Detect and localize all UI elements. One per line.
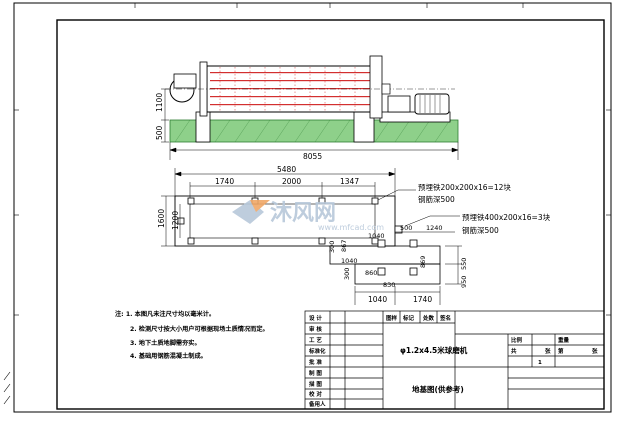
plan-dim-860: 860 [365, 269, 377, 277]
note-2: 2. 检测尺寸按大小用户可根据现场土质情况而定。 [130, 325, 269, 333]
sheet-outer-border [13, 2, 612, 413]
mill-shell-bolts [210, 72, 374, 106]
plan-left-dims [161, 195, 181, 247]
plan-top-dims [174, 168, 396, 200]
plan-bottom-dims [354, 286, 441, 305]
pier-left [195, 111, 211, 143]
plan-inner-width: 1200 [171, 211, 180, 230]
tb-row-2: 审 核 [309, 325, 322, 333]
flange-right [369, 55, 383, 119]
elev-height-top: 1100 [155, 93, 164, 112]
elev-length-dim [169, 142, 459, 160]
elevation-view: 1100 500 8055 [155, 55, 459, 161]
elev-vdims [161, 88, 169, 143]
motor-fins [419, 95, 441, 113]
tb-header-2: 标记 [402, 314, 415, 322]
plan-dim-950: 950 [460, 276, 468, 288]
notes-block: 注: 1. 本图凡未注尺寸均以毫米计。 2. 检测尺寸按大小用户可根据现场土质情… [115, 310, 269, 360]
discharge-trunnion [381, 83, 391, 95]
plan-seg-3: 1347 [340, 177, 359, 186]
motor [414, 93, 450, 115]
plan-right-dims [445, 245, 462, 285]
plan-seg-2: 2000 [282, 177, 301, 186]
plan-dim-1240: 1240 [426, 224, 443, 232]
tb-header-3: 处数 [422, 314, 435, 322]
watermark-logo-icon [232, 200, 270, 224]
tb-right-2: 重量 [558, 336, 570, 344]
callout-2-line-1: 预埋铁400x200x16=3块 [462, 212, 551, 222]
plan-seg-1: 1740 [215, 177, 234, 186]
callout-1-line-2: 钢筋深500 [418, 194, 455, 204]
tb-row-8: 校 对 [309, 390, 322, 398]
tb-row-1: 设 计 [309, 314, 322, 322]
tb-title: φ1.2x4.5米球磨机 [400, 345, 468, 355]
corner-mark [3, 371, 11, 405]
callout-2-line-2: 钢筋深500 [462, 225, 499, 235]
note-3: 3. 地下土质地脚需夯实。 [130, 339, 201, 347]
tb-right-6: 张 [592, 347, 598, 355]
elev-height-bottom: 500 [155, 125, 164, 140]
tb-row-4: 标准化 [308, 347, 326, 355]
plan-bottom-1740: 1740 [413, 295, 432, 304]
tb-row-7: 描 图 [309, 380, 322, 388]
plan-dim-869: 869 [419, 256, 427, 268]
watermark-url: www.mfcad.com [318, 223, 384, 232]
note-1: 注: 1. 本图凡未注尺寸均以毫米计。 [115, 310, 215, 318]
foundation-outline [174, 195, 396, 247]
title-block-texts: 设 计 审 核 工 艺 标准化 批 准 制 图 描 图 校 对 备用人 图样 标… [308, 314, 598, 408]
plan-dim-300a: 300 [328, 241, 336, 253]
plan-dim-500: 500 [400, 224, 412, 232]
watermark-brand: 沐风网 [270, 201, 336, 226]
plan-bottom-1040: 1040 [368, 295, 387, 304]
plan-overall-width: 1600 [157, 209, 166, 228]
plan-dim-1040b: 1040 [341, 257, 358, 265]
tb-row-5: 批 准 [309, 358, 322, 366]
plan-dim-300b: 300 [343, 268, 351, 280]
tb-row-3: 工 艺 [309, 336, 322, 344]
tb-right-5: 第 [558, 347, 564, 355]
zone-ticks [14, 3, 611, 316]
tb-right-3: 共 [511, 347, 517, 355]
plan-dim-1040a: 1040 [368, 232, 385, 240]
tb-row-9: 备用人 [308, 400, 326, 408]
tb-sheet-no: 1 [538, 360, 542, 366]
plan-dim-867: 867 [340, 240, 348, 252]
callout-1-line-1: 预埋铁200x200x16=12块 [418, 182, 511, 192]
callout-leaders [377, 189, 460, 227]
note-4: 4. 基础用钢筋混凝土制成。 [130, 352, 207, 360]
reducer [387, 95, 411, 113]
title-block [304, 310, 605, 410]
foundation-inner [189, 203, 376, 239]
tb-header-1: 图样 [386, 314, 398, 322]
feed-box [173, 73, 197, 89]
ground-hatch [169, 119, 459, 143]
watermark: 沐风网 www.mfcad.com [232, 200, 384, 232]
tb-subtitle: 地基图(供参考) [412, 384, 464, 394]
plan-dim-830: 830 [383, 281, 395, 289]
motor-foundation-2 [354, 263, 441, 285]
tb-header-4: 签名 [439, 314, 451, 322]
plan-overall-length: 5480 [277, 165, 296, 174]
motor-pads [377, 225, 418, 276]
tb-right-4: 张 [545, 347, 551, 355]
plan-dim-550: 550 [460, 258, 468, 270]
tb-row-6: 制 图 [309, 369, 322, 377]
tb-right-1: 比例 [511, 336, 523, 344]
elev-length-label: 8055 [303, 152, 322, 161]
plan-view: 5480 1740 2000 1347 1600 [157, 165, 551, 305]
